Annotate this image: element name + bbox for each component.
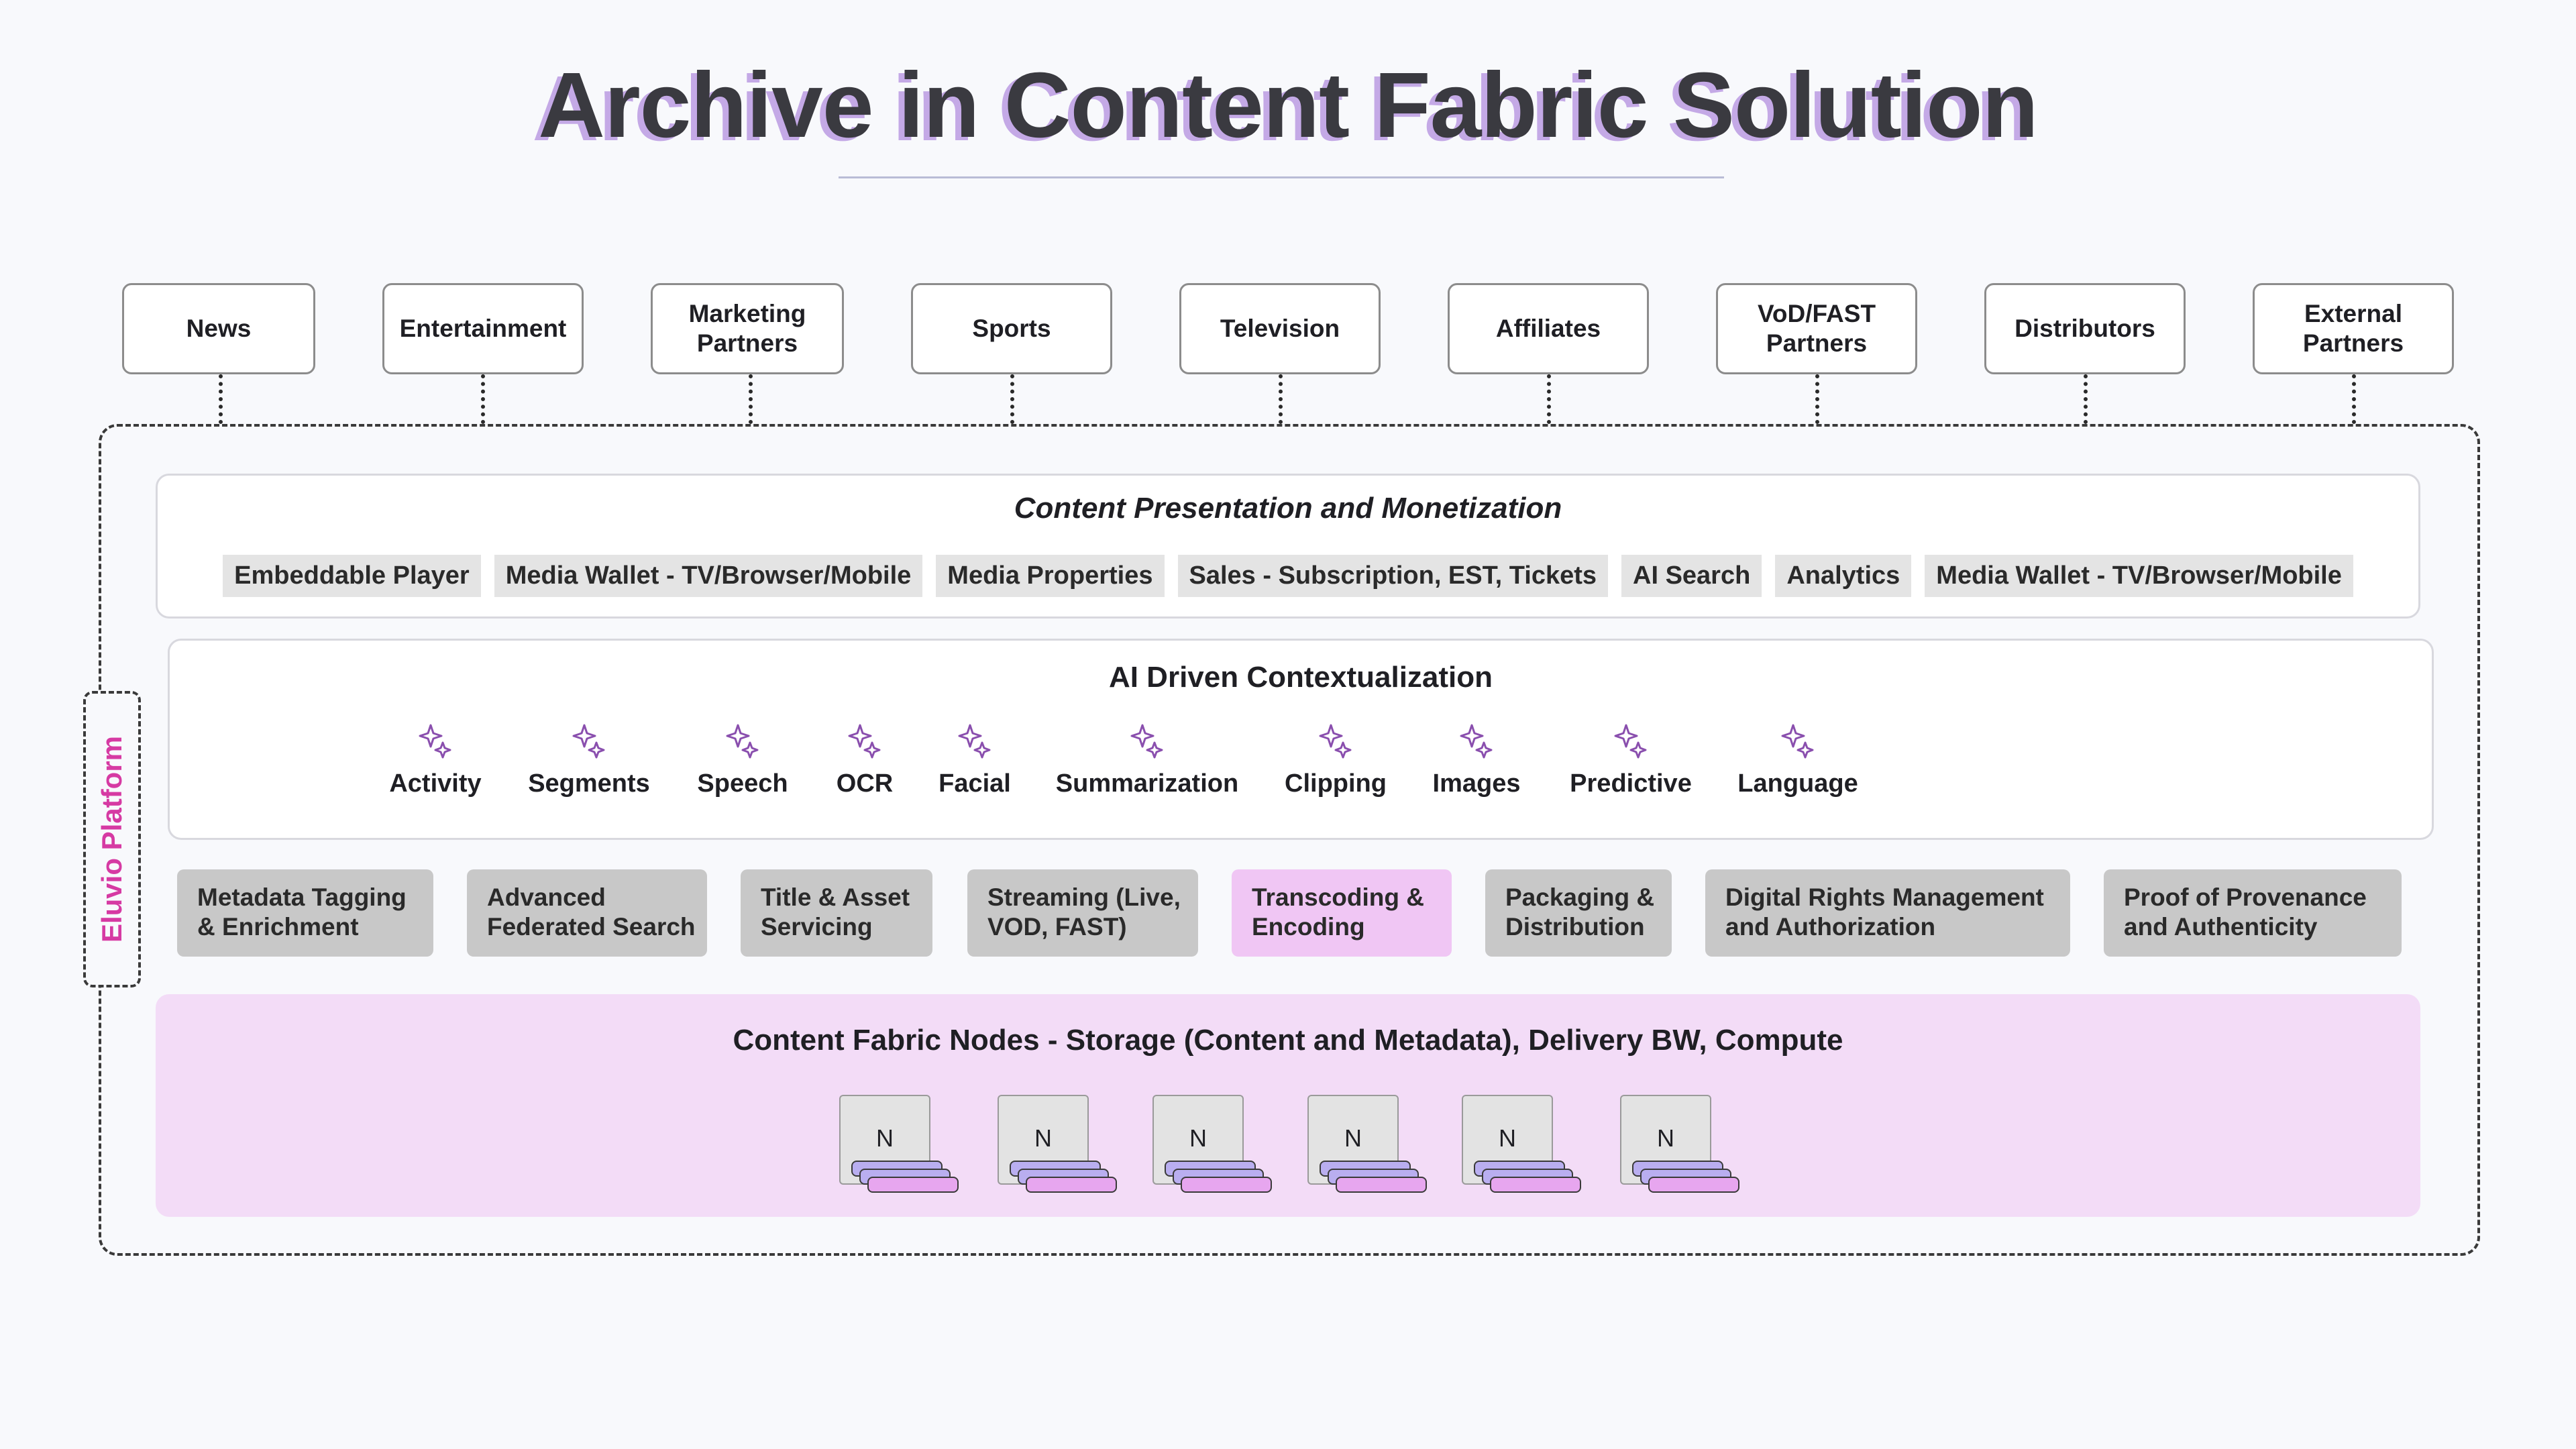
connector-line <box>1547 374 1551 424</box>
audience-marketing-partners: Marketing Partners <box>651 283 844 374</box>
ai-capability-segments: Segments <box>488 722 690 798</box>
storage-disk-icon <box>1490 1177 1581 1193</box>
ai-layer: AI Driven Contextualization Activity Segm… <box>168 639 2434 840</box>
presentation-chips: Embeddable Player Media Wallet - TV/Brow… <box>158 555 2418 597</box>
sparkles-icon <box>723 722 762 761</box>
connector-line <box>1279 374 1283 424</box>
node-label: N <box>1344 1124 1362 1152</box>
service-provenance-authenticity: Proof of Provenance and Authenticity <box>2104 869 2402 957</box>
connector-line <box>1010 374 1014 424</box>
content-fabric-nodes: Content Fabric Nodes - Storage (Content … <box>156 994 2420 1217</box>
ai-capability-ocr: OCR <box>764 722 965 798</box>
connector-line <box>2084 374 2088 424</box>
fabric-node: N <box>1462 1095 1582 1202</box>
connector-line <box>219 374 223 424</box>
ai-capability-language: Language <box>1697 722 1898 798</box>
chip-media-properties: Media Properties <box>936 555 1165 597</box>
node-label: N <box>1657 1124 1674 1152</box>
fabric-node: N <box>1620 1095 1741 1202</box>
service-drm-authorization: Digital Rights Management and Authorizat… <box>1705 869 2070 957</box>
sparkles-icon <box>570 722 608 761</box>
node-label: N <box>1034 1124 1052 1152</box>
nodes-title: Content Fabric Nodes - Storage (Content … <box>733 1024 1843 1057</box>
ai-title: AI Driven Contextualization <box>1108 661 1493 694</box>
connector-line <box>1815 374 1819 424</box>
service-streaming: Streaming (Live, VOD, FAST) <box>967 869 1198 957</box>
service-packaging-distribution: Packaging & Distribution <box>1485 869 1672 957</box>
sparkles-icon <box>416 722 455 761</box>
presentation-title: Content Presentation and Monetization <box>1014 492 1562 525</box>
service-federated-search: Advanced Federated Search <box>467 869 707 957</box>
audience-external-partners: External Partners <box>2253 283 2454 374</box>
ai-capability-predictive: Predictive <box>1530 722 1731 798</box>
presentation-layer: Content Presentation and Monetization Em… <box>156 474 2420 619</box>
chip-analytics: Analytics <box>1775 555 1912 597</box>
ai-capability-label: Images <box>1432 769 1521 798</box>
audience-vod-fast-partners: VoD/FAST Partners <box>1716 283 1917 374</box>
chip-media-wallet-2: Media Wallet - TV/Browser/Mobile <box>1925 555 2353 597</box>
storage-disk-icon <box>1181 1177 1272 1193</box>
ai-capability-facial: Facial <box>874 722 1075 798</box>
storage-disk-icon <box>867 1177 959 1193</box>
audience-distributors: Distributors <box>1984 283 2186 374</box>
node-label: N <box>1499 1124 1516 1152</box>
sparkles-icon <box>1457 722 1496 761</box>
ai-capability-label: Facial <box>938 769 1011 798</box>
ai-capability-summarization: Summarization <box>1046 722 1248 798</box>
ai-capability-label: Speech <box>697 769 788 798</box>
storage-disk-icon <box>1648 1177 1739 1193</box>
ai-capability-label: Summarization <box>1055 769 1239 798</box>
audience-news: News <box>122 283 315 374</box>
sparkles-icon <box>845 722 884 761</box>
fabric-node: N <box>998 1095 1118 1202</box>
ai-capability-images: Images <box>1376 722 1577 798</box>
service-metadata-tagging: Metadata Tagging & Enrichment <box>177 869 433 957</box>
connector-line <box>749 374 753 424</box>
service-transcoding-encoding: Transcoding & Encoding <box>1232 869 1452 957</box>
node-label: N <box>876 1124 894 1152</box>
ai-capability-label: Predictive <box>1570 769 1692 798</box>
fabric-node: N <box>1152 1095 1273 1202</box>
ai-capability-label: Activity <box>389 769 482 798</box>
fabric-node: N <box>1307 1095 1428 1202</box>
chip-sales: Sales - Subscription, EST, Tickets <box>1177 555 1609 597</box>
audience-television: Television <box>1179 283 1381 374</box>
audience-affiliates: Affiliates <box>1448 283 1649 374</box>
title-underline <box>839 176 1724 178</box>
sparkles-icon <box>1778 722 1817 761</box>
ai-capability-label: OCR <box>836 769 894 798</box>
storage-disk-icon <box>1026 1177 1117 1193</box>
sparkles-icon <box>955 722 994 761</box>
node-label: N <box>1189 1124 1207 1152</box>
page-title: Archive in Content Fabric Solution <box>538 54 2038 157</box>
sparkles-icon <box>1316 722 1355 761</box>
chip-media-wallet: Media Wallet - TV/Browser/Mobile <box>494 555 923 597</box>
ai-capability-label: Language <box>1737 769 1858 798</box>
audience-sports: Sports <box>911 283 1112 374</box>
chip-embeddable-player: Embeddable Player <box>223 555 481 597</box>
connector-line <box>2352 374 2356 424</box>
ai-capability-clipping: Clipping <box>1235 722 1436 798</box>
ai-capability-label: Segments <box>528 769 650 798</box>
fabric-node: N <box>839 1095 960 1202</box>
audience-entertainment: Entertainment <box>382 283 584 374</box>
sparkles-icon <box>1611 722 1650 761</box>
connector-line <box>481 374 485 424</box>
ai-capability-speech: Speech <box>642 722 843 798</box>
sparkles-icon <box>1128 722 1167 761</box>
storage-disk-icon <box>1336 1177 1427 1193</box>
ai-capability-label: Clipping <box>1285 769 1387 798</box>
ai-capability-activity: Activity <box>335 722 536 798</box>
platform-label-tab: Eluvio Platform <box>83 691 141 987</box>
service-title-asset-servicing: Title & Asset Servicing <box>741 869 932 957</box>
chip-ai-search: AI Search <box>1621 555 1762 597</box>
platform-label: Eluvio Platform <box>96 735 127 943</box>
